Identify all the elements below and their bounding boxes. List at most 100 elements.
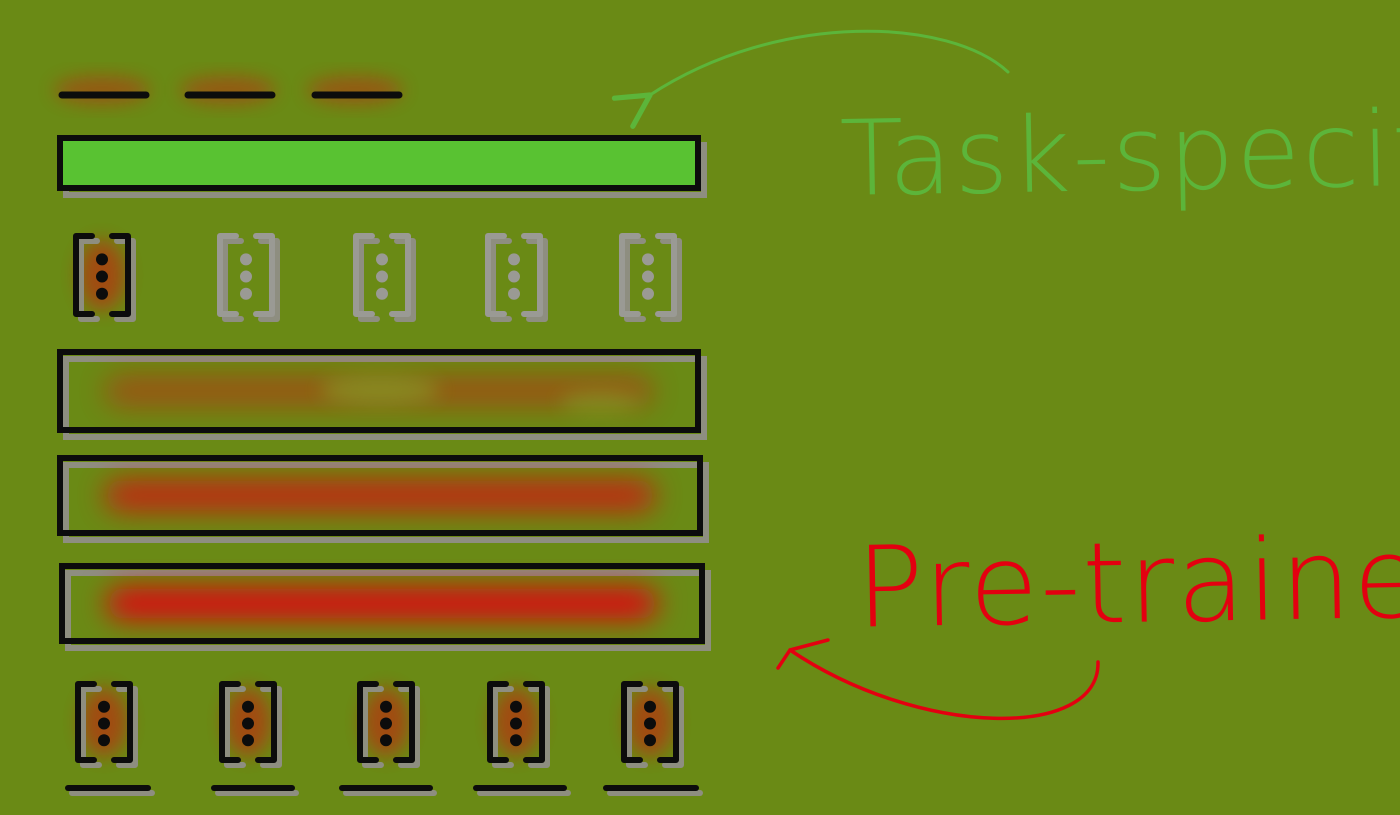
- pretrained-label: Pre-trained: [854, 512, 1400, 654]
- bracket-right: [393, 681, 415, 763]
- bracket-left: [357, 681, 379, 763]
- bracket-left: [619, 233, 641, 317]
- bracket-left: [78, 238, 100, 322]
- bracket-left: [362, 686, 384, 768]
- bracket-left: [624, 238, 646, 322]
- vector-dot: [242, 700, 254, 713]
- vector-dot: [510, 734, 522, 747]
- vector-dot: [380, 734, 392, 747]
- bracket-right: [521, 233, 543, 317]
- input-vector-2: [219, 681, 282, 768]
- layer-red-glow: [107, 588, 657, 619]
- bracket-left: [222, 238, 244, 322]
- bracket-right: [109, 233, 131, 317]
- vector-dot: [376, 253, 388, 266]
- vector-dot: [96, 253, 108, 266]
- output-token-glow: [54, 76, 150, 104]
- vector-dot: [508, 287, 520, 300]
- bracket-left: [621, 681, 643, 763]
- layer-green-glow: [320, 376, 440, 404]
- layer-shadow: [63, 462, 709, 543]
- input-vectors: [75, 681, 684, 768]
- task-specific-label: Task-specific: [838, 86, 1400, 220]
- layer-bar-3: [57, 349, 707, 440]
- vector-dot: [510, 700, 522, 713]
- vector-dot: [508, 270, 520, 283]
- vector-dot: [242, 734, 254, 747]
- input-vector-3: [357, 681, 420, 768]
- bracket-right: [111, 681, 133, 763]
- output-token-glow: [180, 76, 276, 104]
- vector-dot: [376, 270, 388, 283]
- layer-bar-2: [57, 455, 709, 543]
- bracket-right: [389, 233, 411, 317]
- hidden-vector-3: [353, 233, 416, 322]
- bracket-left: [75, 681, 97, 763]
- vector-dot: [380, 700, 392, 713]
- bracket-left: [490, 238, 512, 322]
- bracket-left: [73, 233, 95, 317]
- bracket-left: [485, 233, 507, 317]
- bracket-left: [492, 686, 514, 768]
- bracket-left: [80, 686, 102, 768]
- bracket-left: [626, 686, 648, 768]
- bracket-right: [523, 681, 545, 763]
- vector-dot: [508, 253, 520, 266]
- layer-red-glow: [105, 480, 655, 511]
- vector-dot: [98, 717, 110, 730]
- model-layers: [57, 135, 711, 651]
- layer-green-glow: [560, 390, 640, 414]
- vector-dot: [240, 270, 252, 283]
- pretrained-arrow-head: [776, 638, 830, 670]
- hidden-vector-2: [217, 233, 280, 322]
- vector-dot: [242, 717, 254, 730]
- layer-shadow: [63, 356, 707, 440]
- output-tokens: [54, 76, 403, 104]
- vector-dot: [376, 287, 388, 300]
- layer-bar-1: [59, 563, 711, 651]
- vector-dot: [642, 270, 654, 283]
- bracket-left: [219, 681, 241, 763]
- input-vector-1: [75, 681, 138, 768]
- vector-dot: [510, 717, 522, 730]
- layer-outline: [59, 563, 705, 644]
- task-specific-arrow: [611, 29, 1010, 129]
- vector-dot: [96, 270, 108, 283]
- bracket-right: [255, 681, 277, 763]
- vector-dot: [98, 700, 110, 713]
- vector-dot: [96, 287, 108, 300]
- hidden-vector-1: [73, 233, 136, 322]
- layer-outline: [57, 349, 701, 433]
- bracket-right: [657, 681, 679, 763]
- input-vector-5: [621, 681, 684, 768]
- bracket-left: [487, 681, 509, 763]
- output-token-glow: [307, 76, 403, 104]
- bracket-right: [253, 233, 275, 317]
- vector-dot: [644, 734, 656, 747]
- input-tokens: [65, 785, 703, 796]
- hidden-vector-4: [485, 233, 548, 322]
- vector-dot: [644, 717, 656, 730]
- layer-bar-4: [57, 135, 707, 198]
- bracket-left: [217, 233, 239, 317]
- bracket-left: [224, 686, 246, 768]
- upper-hidden-vectors: [73, 233, 682, 322]
- bracket-left: [358, 238, 380, 322]
- vector-dot: [642, 287, 654, 300]
- vector-dot: [380, 717, 392, 730]
- vector-dot: [240, 253, 252, 266]
- pretrained-arrow: [788, 648, 1100, 721]
- bracket-left: [353, 233, 375, 317]
- layer-fill: [60, 138, 698, 188]
- bracket-right: [655, 233, 677, 317]
- vector-dot: [98, 734, 110, 747]
- layer-outline: [57, 135, 701, 191]
- vector-dot: [642, 253, 654, 266]
- input-vector-4: [487, 681, 550, 768]
- layer-shadow: [65, 570, 711, 651]
- vector-dot: [644, 700, 656, 713]
- layer-outline: [57, 455, 703, 536]
- hidden-vector-5: [619, 233, 682, 322]
- vector-dot: [240, 287, 252, 300]
